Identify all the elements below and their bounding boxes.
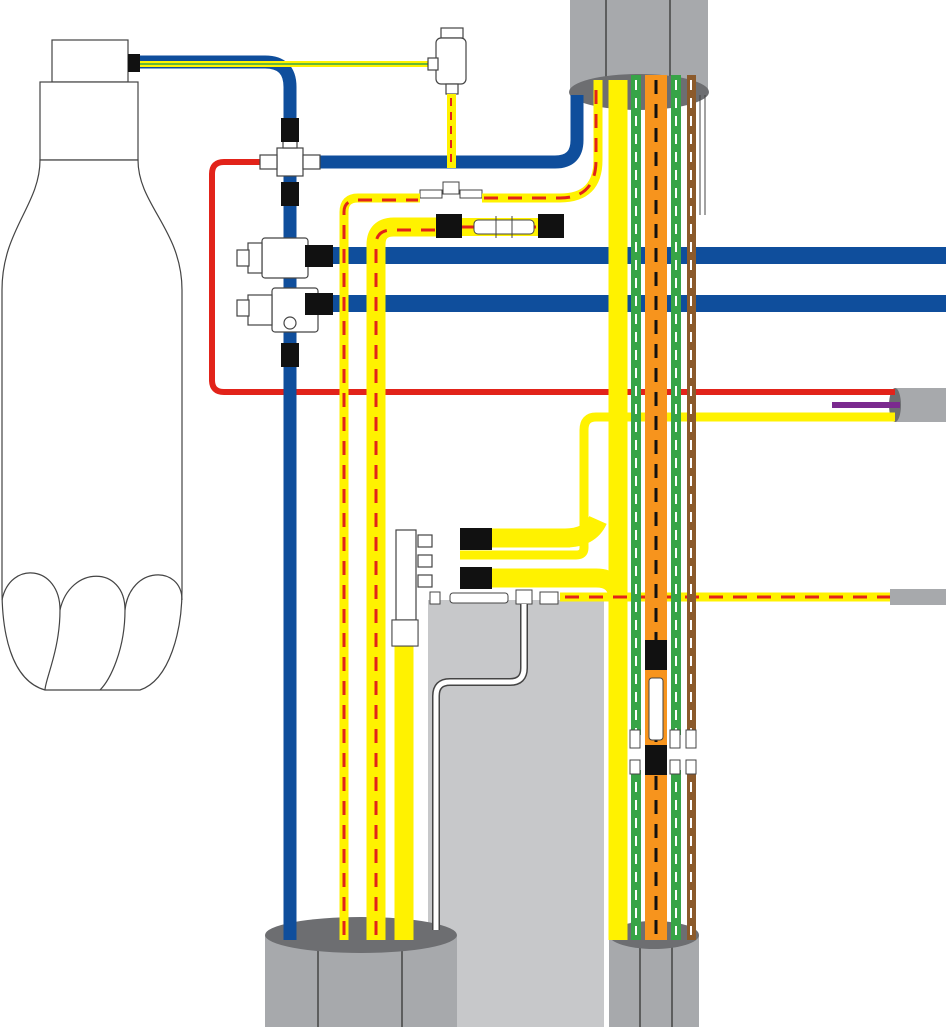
regulator <box>427 27 467 95</box>
conduit-exit-lines <box>699 95 706 215</box>
yellow-hose-stripes <box>342 82 890 935</box>
blue-horizontal-hoses <box>310 247 946 312</box>
tee-fitting-top <box>419 181 483 199</box>
blue-couplings <box>128 54 333 367</box>
green-hoses <box>631 75 681 940</box>
conduit-bottom-left <box>265 917 457 1027</box>
yellow-lower-fitting <box>391 619 419 647</box>
blue-tee-manifold <box>259 139 321 177</box>
fitting-chain <box>429 589 559 605</box>
red-supply-line <box>209 159 895 395</box>
brown-hose <box>687 75 696 940</box>
gas-cylinder <box>1 39 183 691</box>
yellow-regulator-line <box>447 94 456 168</box>
inline-couplers <box>629 640 697 775</box>
union-fitting <box>473 216 535 238</box>
white-tube-core <box>433 604 527 930</box>
orange-hose <box>645 75 667 940</box>
yellow-couplings <box>436 214 564 589</box>
side-pipe-lower <box>890 589 946 605</box>
background-panel <box>428 600 604 1027</box>
